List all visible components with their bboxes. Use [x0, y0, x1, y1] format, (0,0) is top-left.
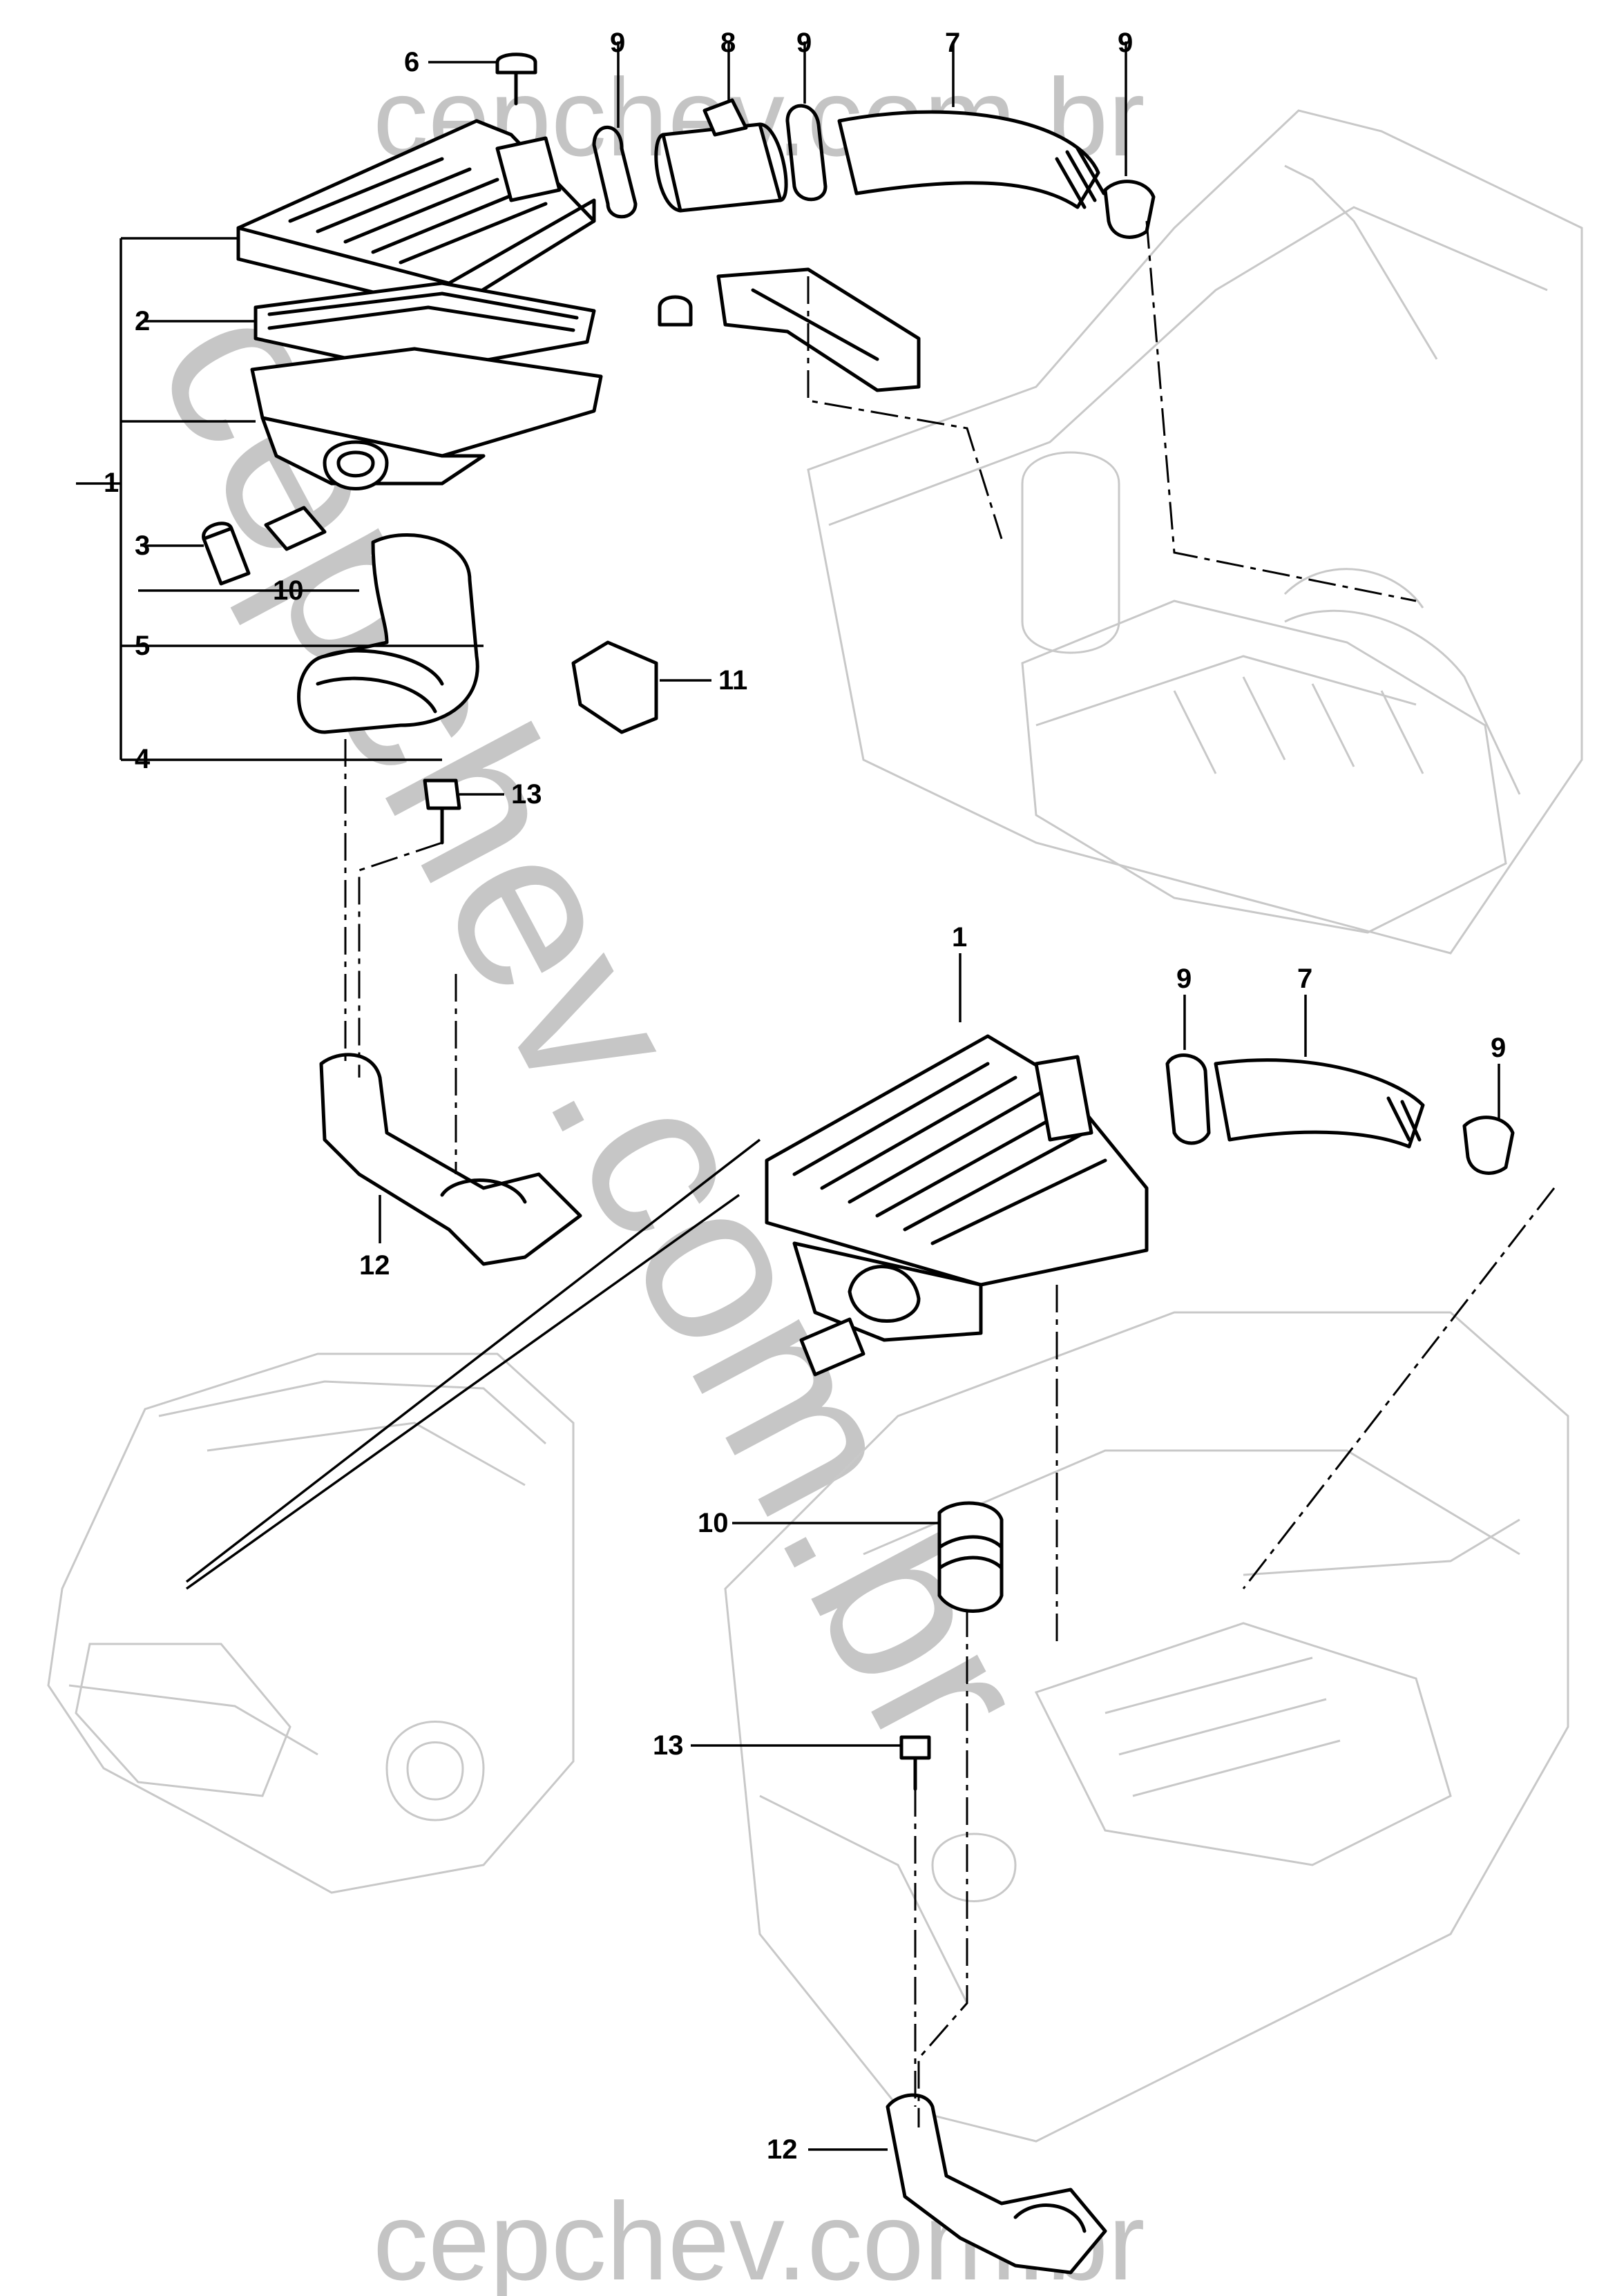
callout-7-upper: 7 — [945, 28, 960, 58]
leader-lines — [76, 41, 1500, 2151]
callout-labels-lower: 1 7 9 9 10 12 13 — [653, 922, 1506, 2165]
callout-5: 5 — [135, 631, 150, 661]
callout-11: 11 — [718, 665, 747, 696]
dash-center-lines — [344, 220, 1556, 2127]
air-cleaner-assembly-lower — [765, 1034, 1149, 1377]
callout-9-upper-b: 9 — [796, 28, 812, 58]
rubber-grommet — [658, 295, 693, 327]
callout-2: 2 — [135, 306, 150, 336]
callout-1-lower: 1 — [952, 922, 967, 953]
intake-duct-upper — [297, 533, 479, 734]
intake-hose-lower — [1214, 1058, 1425, 1149]
air-cleaner-cover — [236, 119, 596, 313]
callout-12-lower: 12 — [767, 2134, 798, 2165]
engine-bay-background-lower — [724, 1311, 1569, 2143]
mounting-bracket — [716, 267, 921, 392]
hose-clamps-upper — [592, 104, 1156, 239]
bolt-13-upper — [423, 778, 461, 845]
callout-7-lower: 7 — [1297, 964, 1312, 994]
air-inlet-snorkel-upper — [319, 1053, 582, 1266]
screw-6 — [495, 52, 537, 106]
callout-9-upper-c: 9 — [1118, 28, 1133, 58]
mass-airflow-sensor — [654, 98, 788, 213]
callout-12-upper: 12 — [359, 1250, 390, 1281]
callout-9-upper-a: 9 — [610, 28, 625, 58]
callout-10-lower: 10 — [698, 1508, 729, 1538]
callout-1-upper: 1 — [104, 468, 119, 498]
drain-valve — [202, 506, 327, 586]
callout-9-lower-b: 9 — [1491, 1033, 1506, 1063]
vehicle-outline-background — [47, 1352, 575, 1894]
callout-3: 3 — [135, 530, 150, 561]
callout-4: 4 — [135, 744, 151, 774]
engine-bay-background-upper — [807, 109, 1583, 955]
intake-duct-lower — [937, 1501, 1004, 1613]
callout-6: 6 — [404, 47, 419, 77]
air-inlet-snorkel-lower — [886, 2093, 1107, 2275]
callout-13-lower: 13 — [653, 1730, 684, 1761]
air-cleaner-housing — [250, 347, 603, 490]
watermark-diagonal: cepchev.com.br — [108, 262, 1082, 1788]
retaining-clip — [571, 640, 658, 734]
bolt-13-lower — [899, 1735, 931, 1791]
intake-hose-upper — [837, 110, 1106, 209]
callout-10-upper: 10 — [273, 575, 304, 606]
callout-labels-upper: 1 2 3 4 5 6 7 8 9 9 9 10 11 13 12 — [104, 28, 1133, 1281]
air-filter-element — [254, 281, 596, 375]
callout-9-lower-a: 9 — [1176, 964, 1192, 994]
callout-13-upper: 13 — [511, 779, 542, 810]
callout-8: 8 — [720, 28, 736, 58]
hose-clamps-lower — [1165, 1053, 1515, 1175]
